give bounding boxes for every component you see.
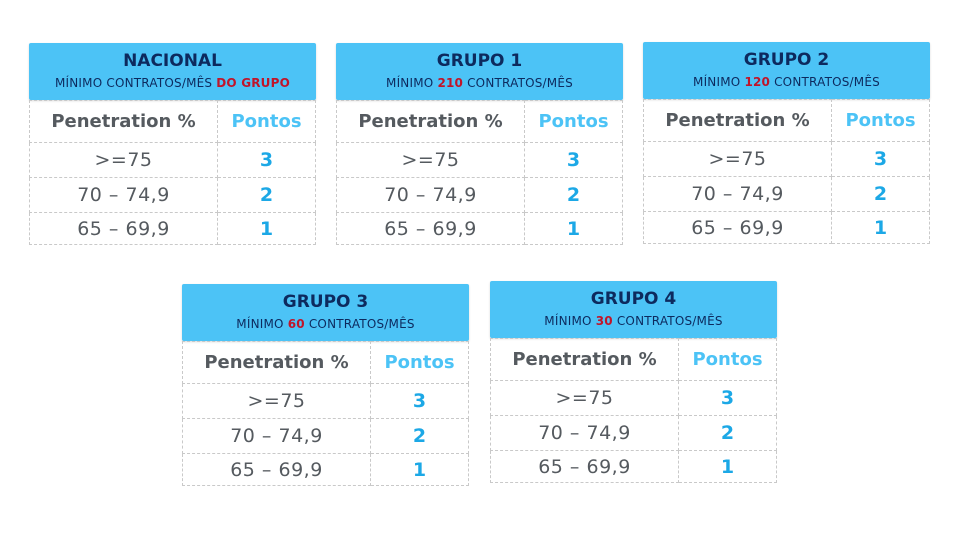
points-cell: 1 — [831, 211, 930, 244]
range-cell: 65 – 69,9 — [643, 211, 832, 244]
card-subtitle: MÍNIMO 60 CONTRATOS/MÊS — [236, 317, 415, 331]
card-subtitle: MÍNIMO CONTRATOS/MÊS DO GRUPO — [54, 76, 291, 90]
range-cell: 65 – 69,9 — [490, 450, 679, 483]
subtitle-highlight: 60 — [287, 317, 305, 331]
range-cell: >=75 — [336, 142, 525, 178]
card-subtitle: MÍNIMO 120 CONTRATOS/MÊS — [693, 75, 880, 89]
range-cell: 70 – 74,9 — [490, 415, 679, 451]
range-cell: >=75 — [29, 142, 218, 178]
card-grupo-4: GRUPO 4 MÍNIMO 30 CONTRATOS/MÊS Penetrat… — [490, 281, 777, 483]
card-grupo-1: GRUPO 1 MÍNIMO 210 CONTRATOS/MÊS Penetra… — [336, 43, 623, 245]
points-cell: 1 — [524, 212, 623, 245]
points-cell: 2 — [831, 176, 930, 212]
penetration-header: Penetration % — [336, 100, 525, 143]
card-title: GRUPO 4 — [590, 289, 677, 309]
subtitle-highlight: 210 — [437, 76, 464, 90]
points-cell: 3 — [370, 383, 469, 419]
penetration-header: Penetration % — [29, 100, 218, 143]
card-header: NACIONAL MÍNIMO CONTRATOS/MÊS DO GRUPO — [29, 43, 316, 100]
points-cell: 2 — [678, 415, 777, 451]
card-subtitle: MÍNIMO 210 CONTRATOS/MÊS — [386, 76, 573, 90]
points-cell: 2 — [524, 177, 623, 213]
card-header: GRUPO 4 MÍNIMO 30 CONTRATOS/MÊS — [490, 281, 777, 338]
range-cell: 65 – 69,9 — [29, 212, 218, 245]
penetration-header: Penetration % — [643, 99, 832, 142]
range-cell: 65 – 69,9 — [336, 212, 525, 245]
points-cell: 2 — [217, 177, 316, 213]
points-cell: 3 — [524, 142, 623, 178]
subtitle-highlight: DO GRUPO — [216, 76, 291, 90]
points-cell: 1 — [678, 450, 777, 483]
card-title: GRUPO 2 — [743, 50, 830, 70]
range-cell: >=75 — [643, 141, 832, 177]
card-title: GRUPO 3 — [282, 292, 369, 312]
card-nacional: NACIONAL MÍNIMO CONTRATOS/MÊS DO GRUPO P… — [29, 43, 316, 245]
card-header: GRUPO 2 MÍNIMO 120 CONTRATOS/MÊS — [643, 42, 930, 99]
penetration-header: Penetration % — [490, 338, 679, 381]
range-cell: >=75 — [490, 380, 679, 416]
points-cell: 3 — [831, 141, 930, 177]
points-cell: 2 — [370, 418, 469, 454]
points-header: Pontos — [217, 100, 316, 143]
card-header: GRUPO 1 MÍNIMO 210 CONTRATOS/MÊS — [336, 43, 623, 100]
penetration-header: Penetration % — [182, 341, 371, 384]
points-header: Pontos — [370, 341, 469, 384]
points-header: Pontos — [831, 99, 930, 142]
card-title: GRUPO 1 — [436, 51, 523, 71]
points-cell: 1 — [217, 212, 316, 245]
points-cell: 3 — [678, 380, 777, 416]
card-grupo-3: GRUPO 3 MÍNIMO 60 CONTRATOS/MÊS Penetrat… — [182, 284, 469, 486]
range-cell: 70 – 74,9 — [29, 177, 218, 213]
range-cell: >=75 — [182, 383, 371, 419]
range-cell: 70 – 74,9 — [182, 418, 371, 454]
points-cell: 1 — [370, 453, 469, 486]
card-header: GRUPO 3 MÍNIMO 60 CONTRATOS/MÊS — [182, 284, 469, 341]
card-title: NACIONAL — [123, 51, 222, 71]
points-header: Pontos — [678, 338, 777, 381]
range-cell: 65 – 69,9 — [182, 453, 371, 486]
range-cell: 70 – 74,9 — [643, 176, 832, 212]
points-header: Pontos — [524, 100, 623, 143]
card-grupo-2: GRUPO 2 MÍNIMO 120 CONTRATOS/MÊS Penetra… — [643, 42, 930, 244]
subtitle-highlight: 30 — [595, 314, 613, 328]
subtitle-highlight: 120 — [744, 75, 771, 89]
range-cell: 70 – 74,9 — [336, 177, 525, 213]
card-subtitle: MÍNIMO 30 CONTRATOS/MÊS — [544, 314, 723, 328]
points-cell: 3 — [217, 142, 316, 178]
